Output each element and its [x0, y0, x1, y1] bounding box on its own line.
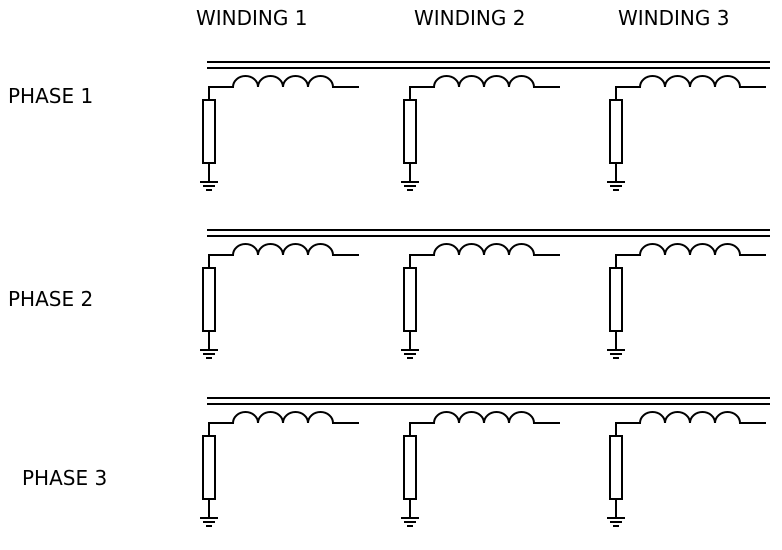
resistor-phase-2-winding-1 — [202, 267, 216, 332]
resistor-phase-2-winding-3 — [609, 267, 623, 332]
resistor-phase-3-winding-1 — [202, 435, 216, 500]
inductor-coil-phase-2-winding-2 — [409, 243, 560, 261]
inductor-coil-phase-1-winding-3 — [615, 75, 766, 93]
column-label-winding-3: WINDING 3 — [618, 6, 730, 30]
resistor-phase-1-winding-1 — [202, 99, 216, 164]
inductor-coil-phase-3-winding-3 — [615, 411, 766, 429]
resistor-phase-3-winding-3 — [609, 435, 623, 500]
inductor-coil-phase-2-winding-1 — [208, 243, 359, 261]
row-label-phase-1: PHASE 1 — [8, 84, 94, 108]
inductor-coil-phase-3-winding-2 — [409, 411, 560, 429]
inductor-coil-phase-3-winding-1 — [208, 411, 359, 429]
row-label-phase-3: PHASE 3 — [22, 466, 108, 490]
column-label-winding-1: WINDING 1 — [196, 6, 308, 30]
inductor-coil-phase-1-winding-2 — [409, 75, 560, 93]
resistor-phase-3-winding-2 — [403, 435, 417, 500]
inductor-coil-phase-2-winding-3 — [615, 243, 766, 261]
column-label-winding-2: WINDING 2 — [414, 6, 526, 30]
resistor-phase-1-winding-3 — [609, 99, 623, 164]
resistor-phase-2-winding-2 — [403, 267, 417, 332]
inductor-coil-phase-1-winding-1 — [208, 75, 359, 93]
resistor-phase-1-winding-2 — [403, 99, 417, 164]
row-label-phase-2: PHASE 2 — [8, 287, 94, 311]
